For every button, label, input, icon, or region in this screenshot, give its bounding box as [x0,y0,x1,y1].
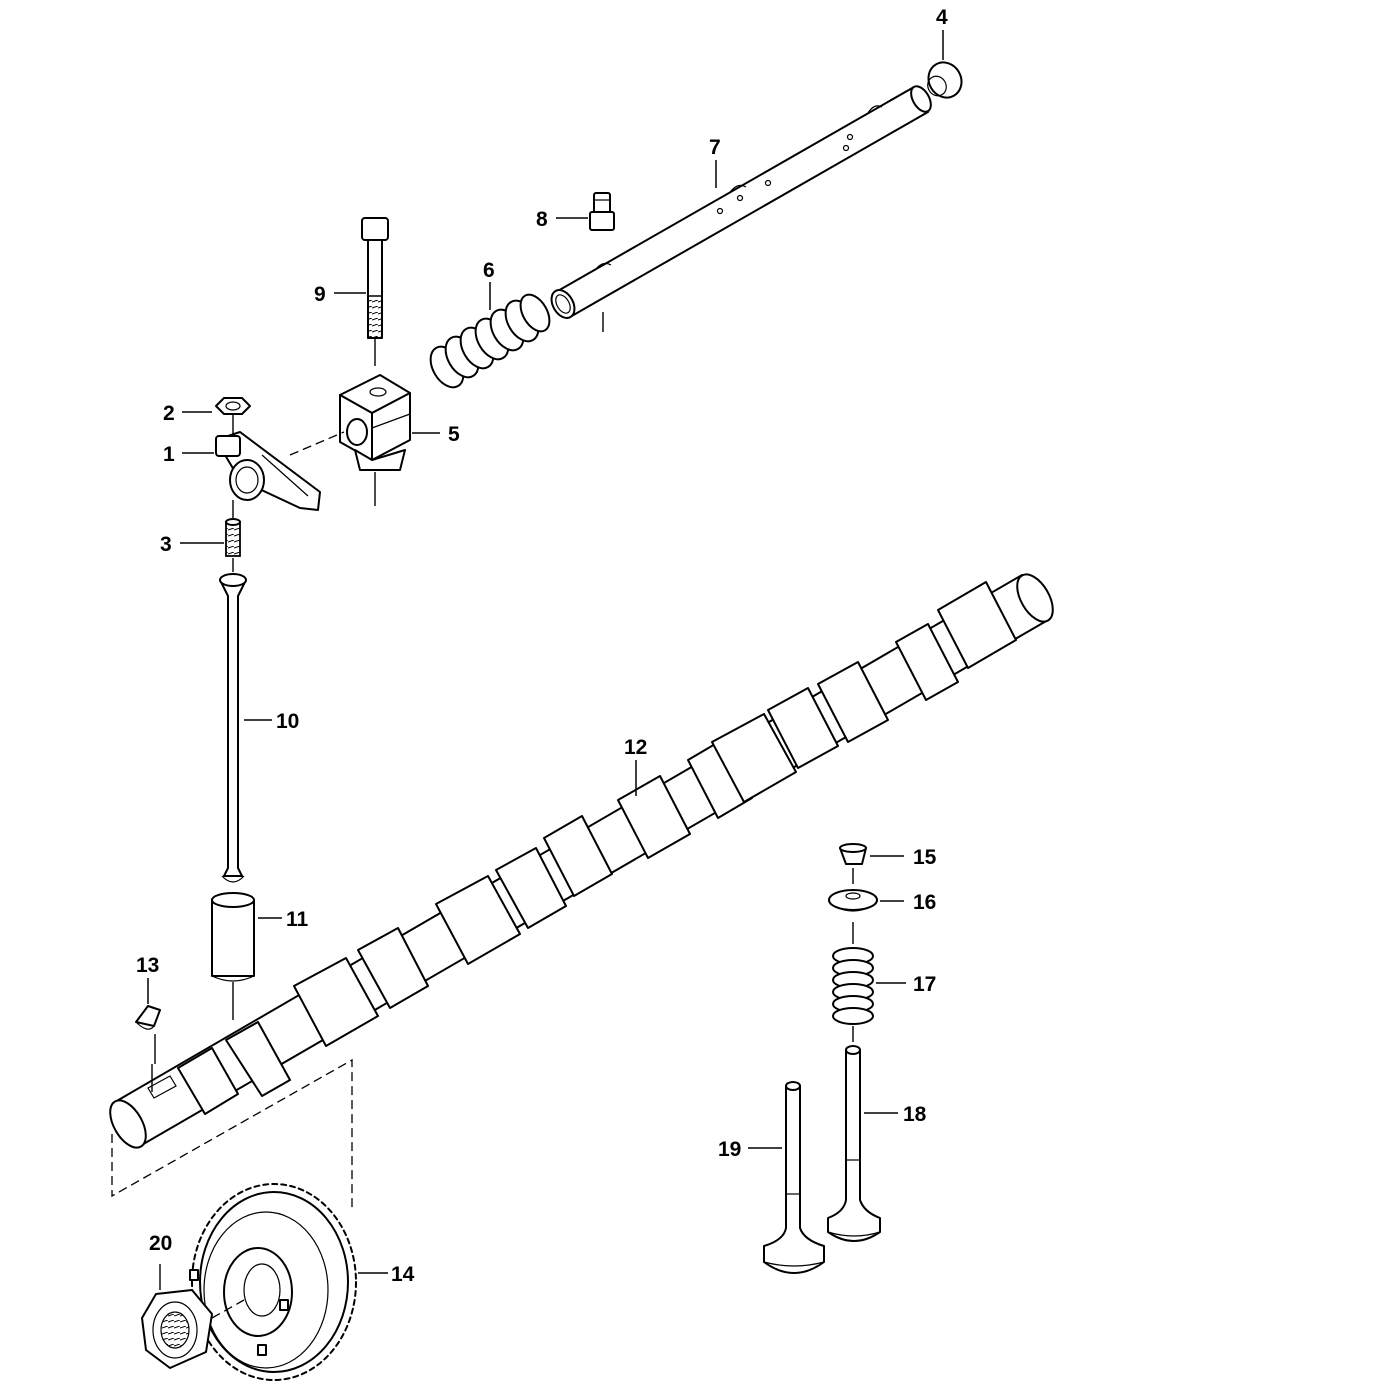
callout-15: 15 [913,846,937,869]
callout-5: 5 [448,423,460,446]
callout-14: 14 [391,1263,415,1286]
exhaust-valve [763,1081,825,1274]
adjuster-screw [225,500,241,572]
callouts: 1 2 3 4 5 6 7 8 9 10 11 12 13 14 15 16 1… [136,6,948,1286]
adjust-nut [215,397,251,415]
callout-16: 16 [913,891,936,914]
callout-12: 12 [624,736,647,759]
valve-keeper [839,843,867,884]
callout-11: 11 [286,908,309,931]
callout-20: 20 [149,1232,172,1255]
support-bolt [361,217,389,366]
callout-10: 10 [276,710,299,733]
callout-3: 3 [160,533,172,556]
callout-6: 6 [483,259,495,282]
callout-1: 1 [163,443,175,466]
gear-nut [141,1264,245,1369]
cam-gear [189,1183,357,1381]
shaft-plug [927,61,963,99]
camshaft [109,573,1054,1149]
valve-spring [832,947,874,1042]
rocker-shaft [550,85,932,332]
callout-17: 17 [913,973,936,996]
oil-fitting [589,192,615,231]
rocker-arm [215,414,345,511]
callout-18: 18 [903,1103,927,1126]
woodruff-key [135,1005,161,1064]
leader-lines [147,30,944,1274]
callout-9: 9 [314,283,326,306]
intake-valve [827,1045,881,1242]
callout-13: 13 [136,954,159,977]
alignment-box [111,1058,353,1210]
callout-19: 19 [718,1138,741,1161]
push-rod [219,573,247,883]
callout-7: 7 [709,136,721,159]
callout-2: 2 [163,402,175,425]
tappet [211,892,255,1020]
callout-8: 8 [536,208,548,231]
callout-4: 4 [936,6,948,29]
rocker-support [339,374,411,506]
rocker-spring [429,293,551,389]
spring-retainer [828,889,878,944]
